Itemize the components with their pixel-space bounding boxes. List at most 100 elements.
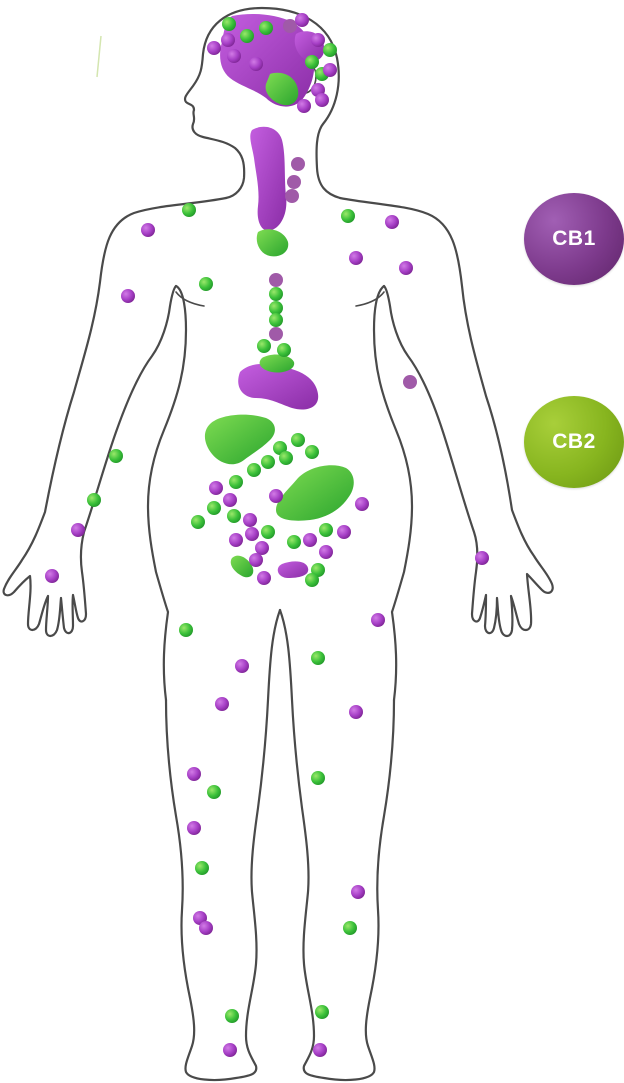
- spinal-receptor-column: [250, 127, 288, 257]
- cb2-receptor-dot: [261, 525, 275, 539]
- spleen-cb2-organ: [276, 465, 354, 520]
- cb1-receptor-dot: [285, 189, 299, 203]
- cb2-receptor-dot: [305, 55, 319, 69]
- stray-stroke: [97, 36, 101, 77]
- cb2-receptor-dot: [341, 209, 355, 223]
- cb2-receptor-dot: [277, 343, 291, 357]
- cb1-receptor-dot: [121, 289, 135, 303]
- spine-cb2-mass: [257, 229, 289, 256]
- cb2-receptor-dot: [259, 21, 273, 35]
- cb2-receptor-dot: [109, 449, 123, 463]
- cb1-receptor-dot: [255, 541, 269, 555]
- cb2-receptor-dot: [279, 451, 293, 465]
- cb1-receptor-dot: [291, 157, 305, 171]
- cb1-receptor-dot: [199, 921, 213, 935]
- cb2-receptor-dot: [305, 573, 319, 587]
- cb1-receptor-dot: [399, 261, 413, 275]
- cb2-receptor-dot: [269, 313, 283, 327]
- cb1-receptor-dot: [209, 481, 223, 495]
- cb2-receptor-dot: [225, 1009, 239, 1023]
- cb1-legend-label: CB1: [552, 227, 596, 251]
- cb1-receptor-dot: [295, 13, 309, 27]
- cb1-receptor-dot: [249, 57, 263, 71]
- cb1-receptor-dot: [349, 251, 363, 265]
- cb2-receptor-dot: [199, 277, 213, 291]
- cb1-receptor-dot: [45, 569, 59, 583]
- left-chest-crease: [176, 292, 204, 306]
- cb1-receptor-dot: [187, 821, 201, 835]
- cb2-receptor-dot: [315, 1005, 329, 1019]
- cb1-receptor-dot: [187, 767, 201, 781]
- cb1-receptor-dot: [235, 659, 249, 673]
- cb2-receptor-dot: [311, 771, 325, 785]
- cb1-receptor-dot: [223, 493, 237, 507]
- cb1-receptor-dot: [311, 33, 325, 47]
- cb1-receptor-dot: [249, 553, 263, 567]
- right-leg-outline: [280, 610, 394, 1080]
- cb2-legend-badge: CB2: [524, 396, 624, 488]
- cb1-receptor-dot: [71, 523, 85, 537]
- cb1-receptor-dot: [141, 223, 155, 237]
- cb1-receptor-dot: [403, 375, 417, 389]
- cb1-receptor-dot: [287, 175, 301, 189]
- cb1-receptor-dot: [337, 525, 351, 539]
- cb1-receptor-dot: [227, 49, 241, 63]
- cb2-receptor-dot: [291, 433, 305, 447]
- cb1-receptor-dot: [313, 1043, 327, 1057]
- cb1-receptor-dot: [229, 533, 243, 547]
- cb2-legend-label: CB2: [552, 430, 596, 454]
- right-chest-crease: [356, 292, 384, 306]
- right-torso-outline: [374, 286, 412, 700]
- cb1-receptor-dot: [315, 93, 329, 107]
- cb1-receptor-dot: [269, 327, 283, 341]
- cb2-receptor-dot: [247, 463, 261, 477]
- cb2-receptor-dot: [319, 523, 333, 537]
- cb1-receptor-dot: [355, 497, 369, 511]
- left-leg-outline: [166, 610, 280, 1080]
- cb1-receptor-dot: [297, 99, 311, 113]
- cb2-receptor-dot: [207, 785, 221, 799]
- cb1-receptor-dot: [303, 533, 317, 547]
- cb1-receptor-dot: [221, 33, 235, 47]
- cb2-receptor-dot: [311, 651, 325, 665]
- cb2-receptor-dot: [269, 301, 283, 315]
- cb1-legend-badge: CB1: [524, 193, 624, 285]
- cb2-receptor-dot: [257, 339, 271, 353]
- cb2-receptor-dot: [343, 921, 357, 935]
- cb1-receptor-dot: [371, 613, 385, 627]
- cb2-receptor-dot: [305, 445, 319, 459]
- cb2-receptor-dot: [87, 493, 101, 507]
- cb2-receptor-dot: [179, 623, 193, 637]
- left-torso-outline: [148, 286, 186, 700]
- cb2-receptor-dot: [195, 861, 209, 875]
- cb1-receptor-dot: [245, 527, 259, 541]
- cb2-receptor-dot: [240, 29, 254, 43]
- cb1-receptor-dot: [323, 63, 337, 77]
- cb1-receptor-dot: [215, 697, 229, 711]
- cb1-receptor-dot: [319, 545, 333, 559]
- intestine-cb1-capsule: [278, 561, 308, 578]
- spine-cb1-mass: [250, 127, 286, 231]
- cb1-receptor-dot: [385, 215, 399, 229]
- cb2-receptor-dot: [227, 509, 241, 523]
- cb2-receptor-dot: [182, 203, 196, 217]
- cb1-receptor-dot: [349, 705, 363, 719]
- cb2-receptor-dot: [222, 17, 236, 31]
- cb1-receptor-dot: [283, 19, 297, 33]
- cb1-receptor-dot: [475, 551, 489, 565]
- right-arm-outline: [340, 198, 553, 636]
- cb1-receptor-dot: [223, 1043, 237, 1057]
- cb1-receptor-dot: [351, 885, 365, 899]
- cb2-receptor-dot: [269, 287, 283, 301]
- cb2-receptor-dot: [261, 455, 275, 469]
- cb2-receptor-dot: [287, 535, 301, 549]
- cb1-receptor-dot: [269, 273, 283, 287]
- cb2-receptor-dot: [229, 475, 243, 489]
- cb2-receptor-dot: [323, 43, 337, 57]
- cb1-receptor-dot: [257, 571, 271, 585]
- cb2-receptor-dot: [207, 501, 221, 515]
- left-arm-outline: [4, 198, 226, 636]
- cb1-receptor-dot: [243, 513, 257, 527]
- cb1-receptor-dot: [207, 41, 221, 55]
